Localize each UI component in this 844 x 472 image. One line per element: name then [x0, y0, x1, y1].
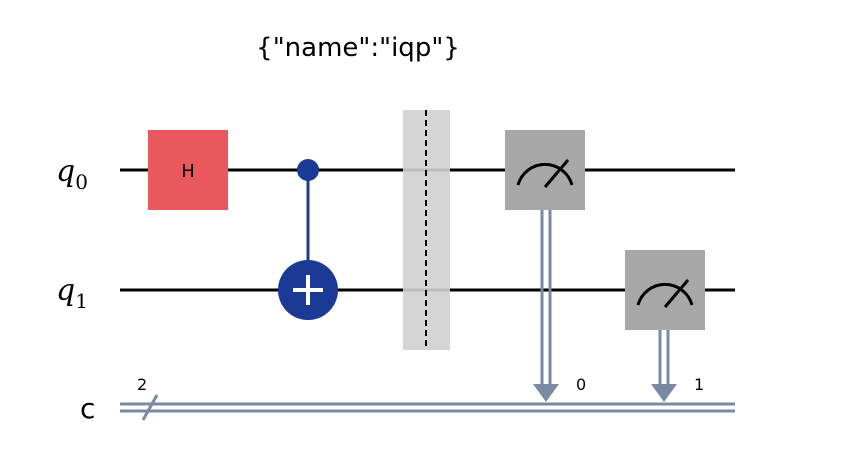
- meter-icon: [636, 279, 694, 308]
- h-gate-label: H: [181, 161, 195, 182]
- cx-gate: [278, 159, 338, 320]
- measure-gate-1: [625, 250, 705, 402]
- meter-icon: [516, 159, 574, 188]
- register-width-slash: [141, 394, 159, 421]
- classical-wire: [120, 402, 735, 413]
- register-width-label: 2: [137, 375, 147, 394]
- h-gate: H: [148, 130, 228, 210]
- cx-control-dot: [297, 159, 319, 181]
- measure-arrow-0: [533, 384, 559, 402]
- circuit-title: {"name":"iqp"}: [256, 33, 460, 63]
- plus-target-icon: [278, 260, 338, 320]
- measure-gate-0: [505, 130, 585, 402]
- measure-arrow-1: [651, 384, 677, 402]
- qubit-0-label: q0: [56, 154, 88, 194]
- classical-register-label: c: [80, 392, 95, 425]
- qubit-1-label: q1: [56, 273, 88, 313]
- clbit-label-1: 1: [694, 375, 704, 394]
- barrier: [403, 110, 450, 350]
- clbit-label-0: 0: [576, 375, 586, 394]
